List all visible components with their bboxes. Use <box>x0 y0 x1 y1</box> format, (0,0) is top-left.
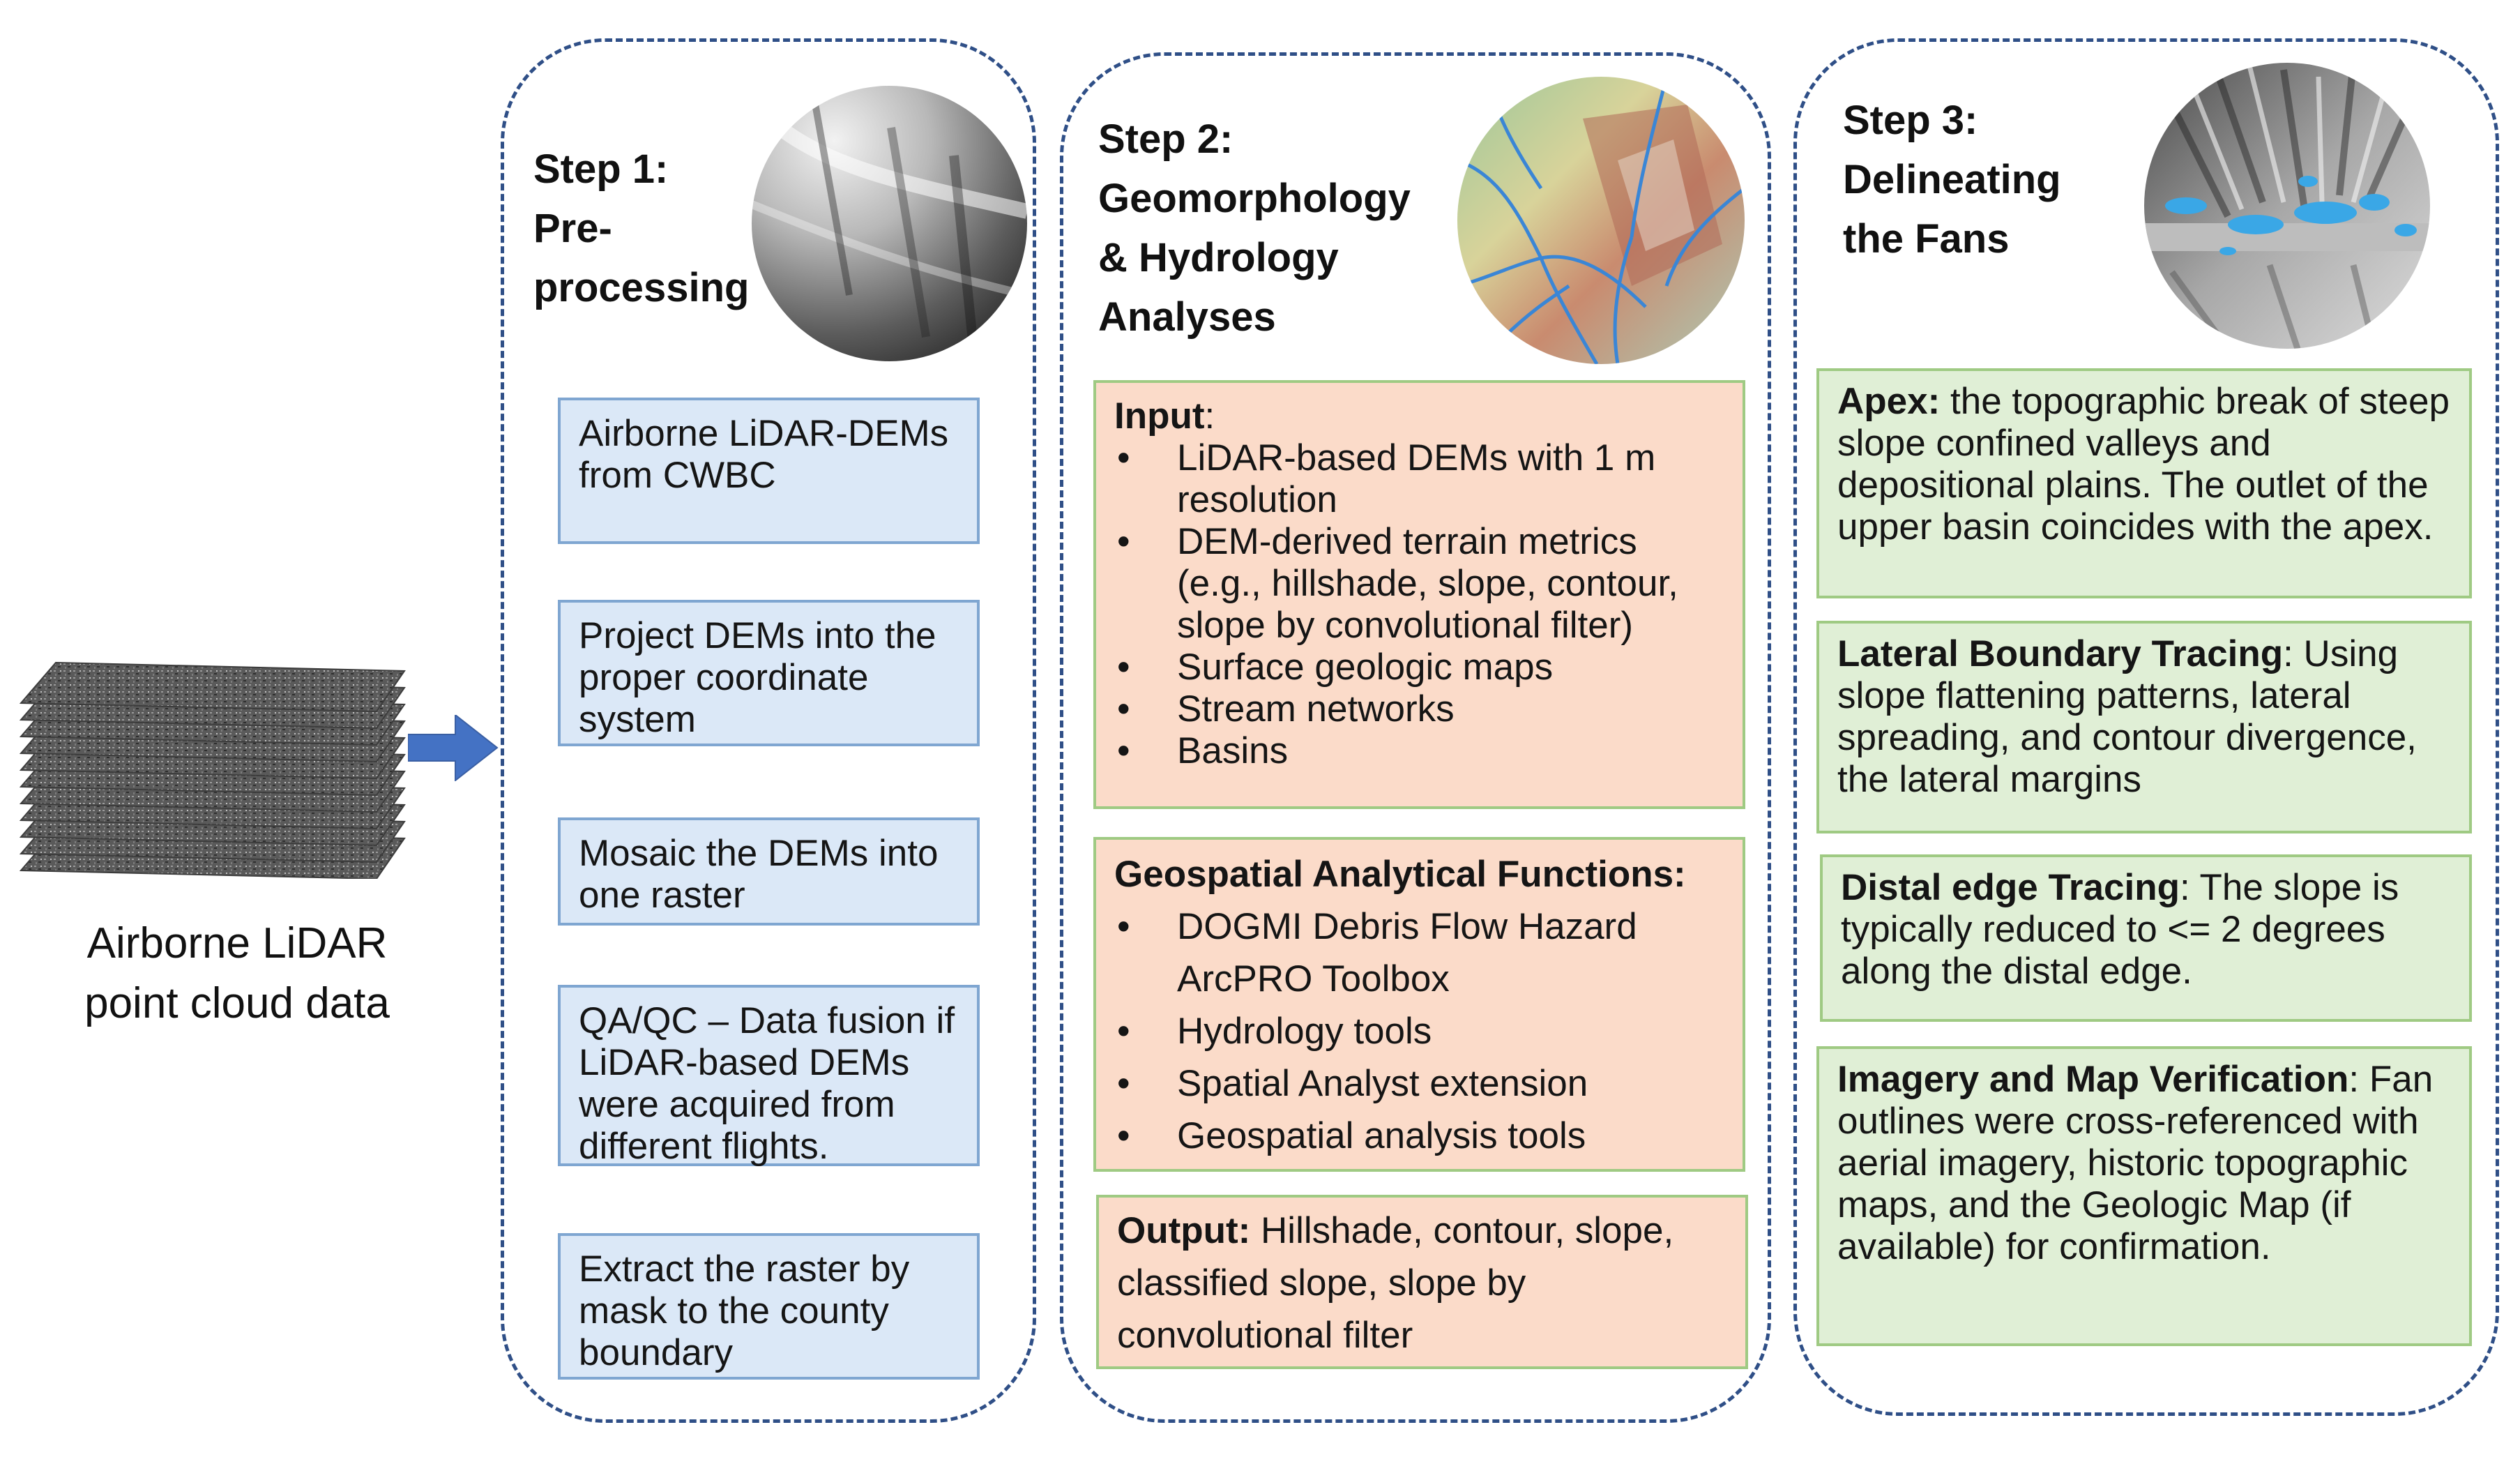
list-item: DEM-derived terrain metrics (e.g., hills… <box>1114 521 1724 647</box>
step-2-functions-heading: Geospatial Analytical Functions: <box>1114 854 1686 895</box>
step-3-title: Step 3: Delineating the Fans <box>1843 91 2164 269</box>
step-1-dem-image-icon <box>752 86 1027 361</box>
step-3-title-line-3: the Fans <box>1843 216 2010 262</box>
step-3-distal-box: Distal edge Tracing: The slope is typica… <box>1820 854 2472 1022</box>
list-item: DOGMI Debris Flow Hazard ArcPRO Toolbox <box>1114 900 1724 1005</box>
step-2-functions-box: Geospatial Analytical Functions: DOGMI D… <box>1093 837 1745 1172</box>
step-2-title-line-1: Step 2: <box>1098 116 1234 162</box>
step-2-output-text: Hillshade, contour, slope, classified sl… <box>1117 1210 1674 1356</box>
step-3-lateral-text: : Using slope flattening patterns, later… <box>1837 633 2417 800</box>
source-label-line-2: point cloud data <box>84 979 390 1027</box>
step-1-title-line-3: processing <box>533 265 750 310</box>
step-3-apex-box: Apex: the topographic break of steep slo… <box>1816 368 2472 598</box>
step-2-input-heading-row: Input: <box>1114 395 1724 437</box>
list-item: Stream networks <box>1114 688 1724 730</box>
list-item: Basins <box>1114 730 1724 772</box>
step-1-box-1-text: Airborne LiDAR-DEMs from CWBC <box>579 413 949 496</box>
step-1-box-3: Mosaic the DEMs into one raster <box>558 817 980 926</box>
list-item: Hydrology tools <box>1114 1005 1724 1057</box>
step-1-box-5-text: Extract the raster by mask to the county… <box>579 1248 910 1373</box>
step-1-title-line-1: Step 1: <box>533 146 669 192</box>
step-2-title-line-2: Geomorphology <box>1098 176 1411 221</box>
step-2-title-line-3: & Hydrology <box>1098 235 1339 280</box>
step-1-title-line-2: Pre- <box>533 206 612 251</box>
step-2-title: Step 2: Geomorphology & Hydrology Analys… <box>1098 110 1461 347</box>
step-2-input-list: LiDAR-based DEMs with 1 m resolution DEM… <box>1114 437 1724 772</box>
step-2-title-line-4: Analyses <box>1098 294 1276 340</box>
step-3-lateral-box: Lateral Boundary Tracing: Using slope fl… <box>1816 621 2472 833</box>
step-3-panel <box>1793 38 2499 1416</box>
step-3-apex-text: the topographic break of steep slope con… <box>1837 381 2450 548</box>
step-1-title: Step 1: Pre- processing <box>533 139 771 317</box>
step-1-box-4: QA/QC – Data fusion if LiDAR-based DEMs … <box>558 985 980 1167</box>
step-3-verification-box: Imagery and Map Verification: Fan outlin… <box>1816 1046 2472 1346</box>
step-3-distal-heading: Distal edge Tracing <box>1841 867 2180 908</box>
step-3-distal-text: : The slope is typically reduced to <= 2… <box>1841 867 2399 992</box>
step-2-input-heading-suffix: : <box>1204 395 1215 437</box>
step-1-box-2-text: Project DEMs into the proper coordinate … <box>579 615 936 740</box>
step-2-terrain-map-icon <box>1457 77 1745 364</box>
flow-arrow-icon <box>408 715 499 781</box>
step-3-title-line-2: Delineating <box>1843 157 2061 202</box>
step-1-box-1: Airborne LiDAR-DEMs from CWBC <box>558 398 980 544</box>
point-cloud-layer <box>19 661 406 713</box>
step-2-output-heading: Output: <box>1117 1210 1251 1251</box>
source-label: Airborne LiDAR point cloud data <box>42 914 432 1034</box>
list-item: LiDAR-based DEMs with 1 m resolution <box>1114 437 1724 521</box>
step-3-lateral-heading: Lateral Boundary Tracing <box>1837 633 2284 674</box>
step-3-verification-text: : Fan outlines were cross-referenced wit… <box>1837 1059 2434 1267</box>
step-1-box-5: Extract the raster by mask to the county… <box>558 1233 980 1380</box>
lidar-point-cloud-stack-icon <box>19 661 406 879</box>
step-1-box-4-text: QA/QC – Data fusion if LiDAR-based DEMs … <box>579 1000 955 1167</box>
step-2-input-heading: Input <box>1114 395 1205 437</box>
step-2-panel <box>1060 52 1771 1423</box>
step-1-box-3-text: Mosaic the DEMs into one raster <box>579 833 939 916</box>
step-2-functions-list: DOGMI Debris Flow Hazard ArcPRO Toolbox … <box>1114 900 1724 1162</box>
step-2-output-box: Output: Hillshade, contour, slope, class… <box>1096 1195 1748 1369</box>
step-1-panel <box>501 38 1036 1423</box>
step-1-box-2: Project DEMs into the proper coordinate … <box>558 600 980 746</box>
list-item: Geospatial analysis tools <box>1114 1110 1724 1162</box>
step-3-hillshade-fans-icon <box>2144 63 2430 349</box>
source-label-line-1: Airborne LiDAR <box>86 919 388 967</box>
list-item: Spatial Analyst extension <box>1114 1057 1724 1110</box>
step-2-input-box: Input: LiDAR-based DEMs with 1 m resolut… <box>1093 380 1745 809</box>
step-3-apex-heading: Apex: <box>1837 381 1941 422</box>
step-3-verification-heading: Imagery and Map Verification <box>1837 1059 2349 1100</box>
list-item: Surface geologic maps <box>1114 647 1724 688</box>
step-3-title-line-1: Step 3: <box>1843 98 1978 143</box>
